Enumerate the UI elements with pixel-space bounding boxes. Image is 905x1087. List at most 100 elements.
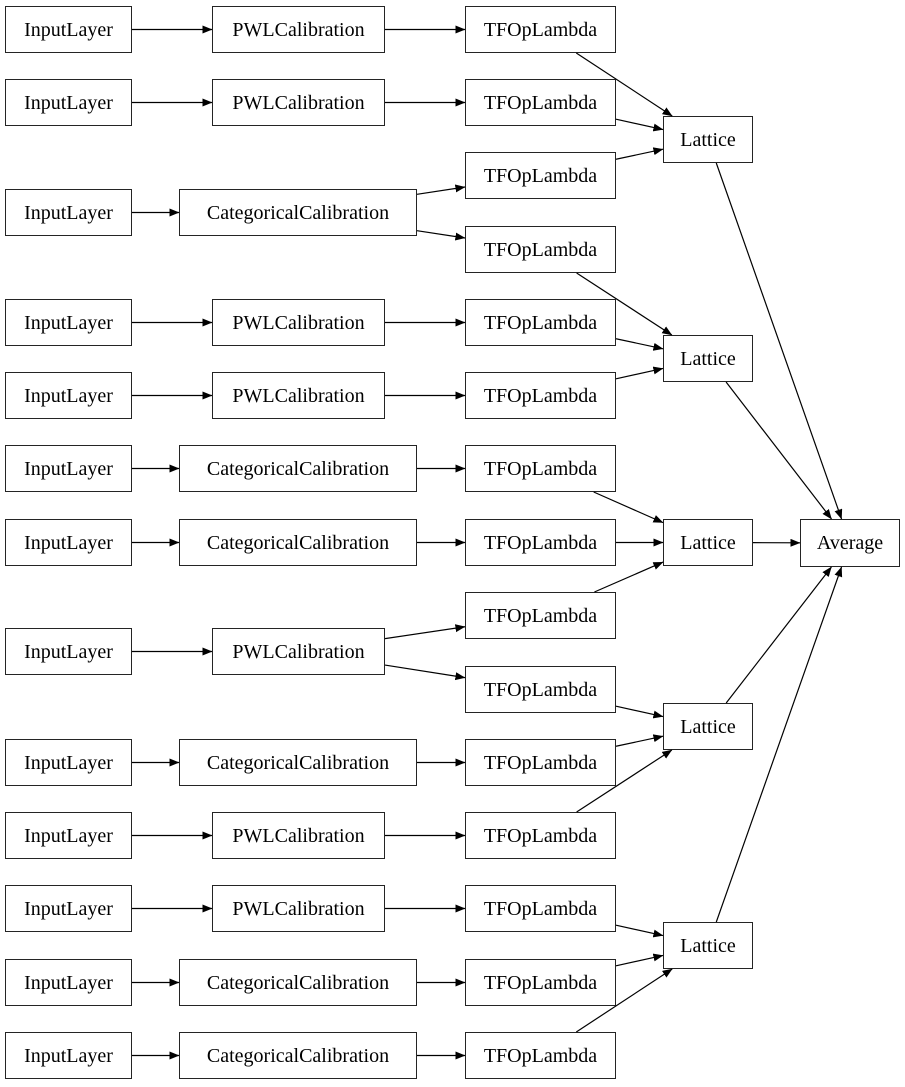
node-label: TFOpLambda [483, 457, 598, 480]
node-label: TFOpLambda [483, 897, 598, 920]
node-label: TFOpLambda [483, 91, 598, 114]
node-inputlayer-1: InputLayer [5, 6, 132, 53]
node-average: Average [800, 519, 900, 567]
node-categoricalcalibration-5: CategoricalCalibration [179, 959, 417, 1006]
edge-tf3-lat1 [615, 147, 664, 160]
node-categoricalcalibration-3: CategoricalCalibration [179, 519, 417, 566]
edge-tf2-lat1 [615, 118, 664, 132]
node-label: PWLCalibration [232, 640, 365, 663]
node-label: Lattice [680, 128, 736, 151]
edge-cal8-tf9 [384, 624, 466, 640]
node-tfoplambda-13: TFOpLambda [465, 885, 616, 932]
node-label: CategoricalCalibration [206, 751, 390, 774]
node-label: TFOpLambda [483, 824, 598, 847]
node-inputlayer-3: InputLayer [5, 189, 132, 236]
edge-lat4-avg [725, 566, 832, 704]
node-pwlcalibration-6: PWLCalibration [212, 812, 385, 859]
node-tfoplambda-7: TFOpLambda [465, 445, 616, 492]
edge-tf11-lat4 [615, 734, 664, 747]
node-categoricalcalibration-1: CategoricalCalibration [179, 189, 417, 236]
node-label: InputLayer [24, 457, 113, 480]
edge-lat2-avg [725, 381, 833, 520]
node-label: TFOpLambda [483, 164, 598, 187]
node-inputlayer-12: InputLayer [5, 959, 132, 1006]
node-label: TFOpLambda [483, 238, 598, 261]
node-label: InputLayer [24, 531, 113, 554]
node-label: PWLCalibration [232, 91, 365, 114]
edge-tf10-lat4 [615, 705, 664, 719]
node-label: InputLayer [24, 18, 113, 41]
node-tfoplambda-8: TFOpLambda [465, 519, 616, 566]
node-label: Lattice [680, 531, 736, 554]
node-lattice-3: Lattice [663, 519, 753, 566]
node-tfoplambda-10: TFOpLambda [465, 666, 616, 713]
node-label: InputLayer [24, 1044, 113, 1067]
node-tfoplambda-3: TFOpLambda [465, 152, 616, 199]
node-label: PWLCalibration [232, 18, 365, 41]
node-tfoplambda-11: TFOpLambda [465, 739, 616, 786]
node-label: InputLayer [24, 824, 113, 847]
node-lattice-4: Lattice [663, 703, 753, 750]
node-tfoplambda-1: TFOpLambda [465, 6, 616, 53]
node-pwlcalibration-7: PWLCalibration [212, 885, 385, 932]
node-label: CategoricalCalibration [206, 1044, 390, 1067]
node-label: TFOpLambda [483, 1044, 598, 1067]
node-label: PWLCalibration [232, 897, 365, 920]
node-tfoplambda-2: TFOpLambda [465, 79, 616, 126]
node-inputlayer-2: InputLayer [5, 79, 132, 126]
node-label: PWLCalibration [232, 311, 365, 334]
node-inputlayer-5: InputLayer [5, 372, 132, 419]
node-label: InputLayer [24, 971, 113, 994]
edge-tf9-lat3 [594, 561, 664, 593]
node-tfoplambda-14: TFOpLambda [465, 959, 616, 1006]
node-label: InputLayer [24, 897, 113, 920]
node-lattice-5: Lattice [663, 922, 753, 969]
node-label: TFOpLambda [483, 678, 598, 701]
node-label: Lattice [680, 934, 736, 957]
node-inputlayer-8: InputLayer [5, 628, 132, 675]
edge-cal3-tf4 [416, 230, 466, 241]
edge-tf13-lat5 [615, 924, 664, 938]
node-label: CategoricalCalibration [206, 971, 390, 994]
node-tfoplambda-5: TFOpLambda [465, 299, 616, 346]
node-lattice-2: Lattice [663, 335, 753, 382]
node-label: TFOpLambda [483, 531, 598, 554]
node-inputlayer-4: InputLayer [5, 299, 132, 346]
edge-tf5-lat2 [615, 338, 664, 351]
node-tfoplambda-9: TFOpLambda [465, 592, 616, 639]
node-label: PWLCalibration [232, 384, 365, 407]
node-categoricalcalibration-6: CategoricalCalibration [179, 1032, 417, 1079]
node-label: InputLayer [24, 640, 113, 663]
node-label: InputLayer [24, 91, 113, 114]
edge-cal8-tf10 [384, 664, 466, 681]
node-label: TFOpLambda [483, 384, 598, 407]
node-pwlcalibration-2: PWLCalibration [212, 79, 385, 126]
node-pwlcalibration-1: PWLCalibration [212, 6, 385, 53]
edge-tf14-lat5 [615, 953, 664, 967]
node-pwlcalibration-4: PWLCalibration [212, 372, 385, 419]
node-inputlayer-11: InputLayer [5, 885, 132, 932]
node-lattice-1: Lattice [663, 116, 753, 163]
node-label: CategoricalCalibration [206, 457, 390, 480]
node-label: Lattice [680, 347, 736, 370]
node-tfoplambda-15: TFOpLambda [465, 1032, 616, 1079]
node-label: Average [816, 532, 884, 554]
node-inputlayer-6: InputLayer [5, 445, 132, 492]
node-inputlayer-10: InputLayer [5, 812, 132, 859]
node-pwlcalibration-3: PWLCalibration [212, 299, 385, 346]
node-label: InputLayer [24, 201, 113, 224]
node-tfoplambda-12: TFOpLambda [465, 812, 616, 859]
node-tfoplambda-6: TFOpLambda [465, 372, 616, 419]
edge-tf6-lat2 [615, 366, 664, 380]
node-inputlayer-9: InputLayer [5, 739, 132, 786]
node-label: InputLayer [24, 751, 113, 774]
node-inputlayer-7: InputLayer [5, 519, 132, 566]
node-label: TFOpLambda [483, 311, 598, 334]
node-label: InputLayer [24, 384, 113, 407]
node-label: Lattice [680, 715, 736, 738]
node-label: TFOpLambda [483, 971, 598, 994]
node-label: TFOpLambda [483, 604, 598, 627]
node-label: TFOpLambda [483, 18, 598, 41]
node-label: TFOpLambda [483, 751, 598, 774]
